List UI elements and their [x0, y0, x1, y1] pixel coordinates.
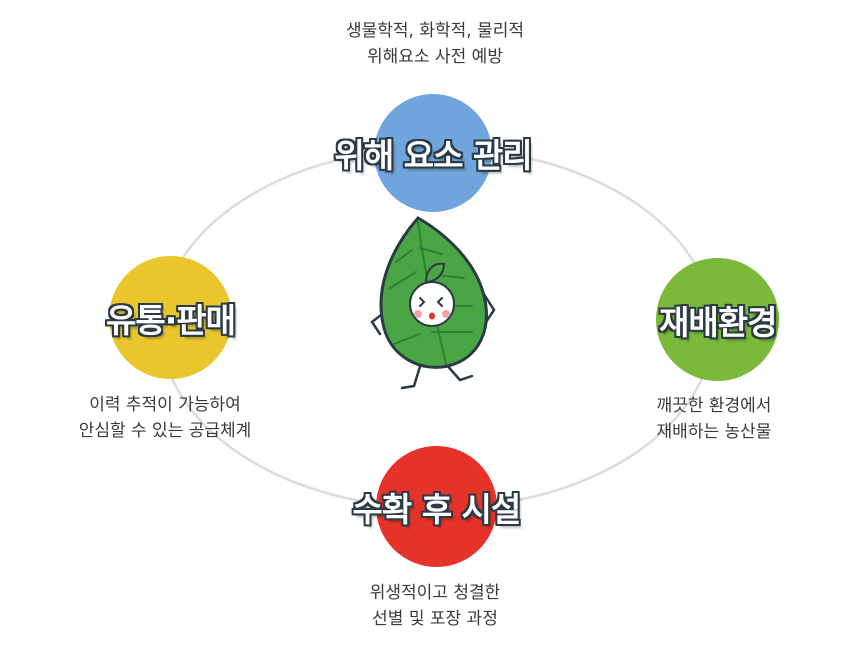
node-post-harvest-facility: [376, 446, 497, 567]
node-distribution-sales: [109, 256, 232, 379]
desc-hazard-management: 생물학적, 화학적, 물리적 위해요소 사전 예방: [330, 18, 540, 70]
leaf-mascot-icon: [370, 216, 496, 390]
mascot-head-leaf: [424, 262, 446, 284]
mascot-cheek-left: [414, 310, 422, 318]
desc-cultivation-environment-line1: 깨끗한 환경에서: [656, 396, 772, 416]
label-distribution-sales: 유통·판매: [106, 300, 236, 340]
desc-post-harvest-facility: 위생적이고 청결한 선별 및 포장 과정: [330, 580, 540, 632]
mascot-eye-right: [436, 297, 443, 307]
mascot-eye-left: [419, 297, 426, 307]
label-hazard-management: 위해 요소 관리: [334, 136, 533, 175]
desc-distribution-sales: 이력 추적이 가능하여 안심할 수 있는 공급체계: [35, 392, 295, 444]
mascot-leg-left: [400, 358, 424, 390]
desc-post-harvest-facility-line2: 선별 및 포장 과정: [372, 609, 498, 629]
desc-hazard-management-line2: 위해요소 사전 예방: [367, 47, 503, 67]
label-post-harvest-facility: 수확 후 시설: [352, 489, 522, 529]
desc-hazard-management-line1: 생물학적, 화학적, 물리적: [345, 21, 524, 41]
desc-distribution-sales-line2: 안심할 수 있는 공급체계: [78, 421, 252, 441]
desc-distribution-sales-line1: 이력 추적이 가능하여: [89, 395, 241, 415]
node-hazard-management: [374, 94, 492, 212]
mascot-cheek-right: [442, 310, 450, 318]
desc-post-harvest-facility-line1: 위생적이고 청결한: [369, 583, 501, 603]
desc-cultivation-environment: 깨끗한 환경에서 재배하는 농산물: [614, 393, 814, 445]
node-cultivation-environment: [656, 258, 779, 381]
desc-cultivation-environment-line2: 재배하는 농산물: [656, 422, 772, 442]
mascot-leg-right: [442, 360, 474, 382]
label-cultivation-environment: 재배환경: [659, 302, 777, 342]
mascot-mouth: [429, 312, 435, 320]
